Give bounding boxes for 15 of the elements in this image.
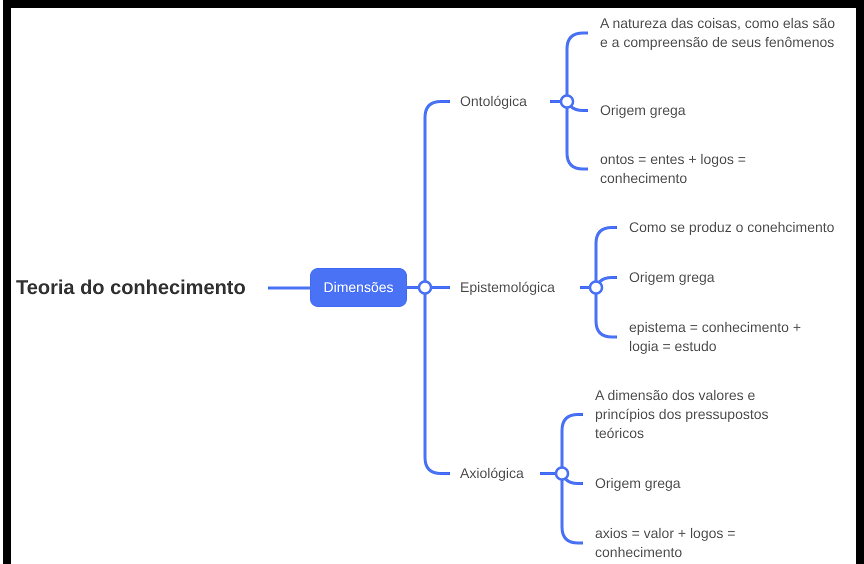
subtopic-text: Origem grega	[617, 268, 749, 287]
subtopic-text: Origem grega	[583, 474, 715, 493]
branch-label: Ontológica	[450, 92, 550, 111]
subtopic-text: ontos = entes + logos = conhecimento	[588, 150, 780, 188]
subtopic-text: axios = valor + logos = conhecimento	[583, 524, 770, 562]
branch-label: Axiológica	[450, 464, 540, 483]
subtopic-text: Como se produz o conehcimento	[617, 218, 861, 237]
subtopic-text: A natureza das coisas, como elas são e a compreensão de seus fenômenos	[588, 14, 840, 52]
subtopic-text: A dimensão dos valores e princípios dos pressupostos teóricos	[583, 386, 800, 443]
branch-label: Epistemológica	[450, 278, 580, 297]
title-text: Teoria do conhecimento	[16, 276, 268, 300]
subtopic-text: Origem grega	[588, 101, 720, 120]
subtopic-text: epistema = conhecimento + logia = estudo	[617, 318, 829, 356]
branch-connector	[268, 286, 310, 290]
topic-box: Dimensões	[310, 268, 407, 307]
